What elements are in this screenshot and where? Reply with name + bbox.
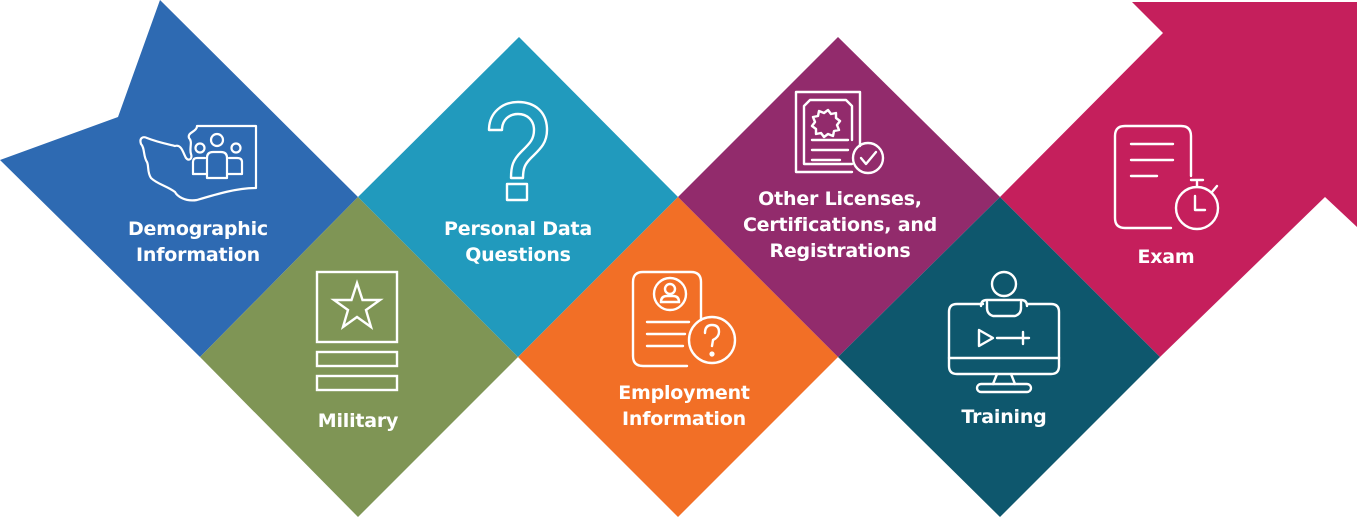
step-employment: Employment Information — [584, 270, 784, 432]
step-label: Personal Data Questions — [444, 216, 592, 268]
step-exam: Exam — [1066, 124, 1266, 270]
resume-question-icon — [631, 270, 737, 368]
exam-shape — [1000, 2, 1357, 357]
label-line: Exam — [1137, 246, 1195, 268]
label-line: Personal Data — [444, 218, 592, 240]
label-line: Questions — [465, 244, 571, 266]
label-line: Military — [317, 410, 399, 432]
licenses-shape — [678, 37, 1000, 357]
step-demographic: Demographic Information — [98, 122, 298, 268]
washington-state-people-icon — [139, 124, 258, 202]
military-shape — [200, 197, 518, 517]
step-label: Exam — [1137, 244, 1194, 270]
document-stopwatch-icon — [1113, 124, 1220, 231]
step-label: Training — [961, 404, 1046, 430]
label-line: Registrations — [769, 240, 911, 262]
step-label: Other Licenses, Certifications, and Regi… — [743, 186, 937, 264]
step-licenses: Other Licenses, Certifications, and Regi… — [740, 88, 940, 264]
label-line: Employment — [618, 382, 750, 404]
certificate-check-icon — [794, 90, 885, 175]
step-label: Employment Information — [618, 380, 750, 432]
label-line: Demographic — [127, 218, 268, 240]
step-label: Demographic Information — [128, 216, 268, 268]
step-personal: Personal Data Questions — [418, 100, 618, 268]
step-training: Training — [904, 270, 1104, 430]
label-line: Information — [136, 244, 260, 266]
label-line: Certifications, and — [742, 214, 938, 236]
question-mark-icon — [487, 100, 549, 202]
label-line: Training — [961, 406, 1047, 428]
military-star-badge-icon — [315, 270, 399, 392]
step-military: Military — [258, 270, 458, 434]
demographic-shape — [0, 0, 358, 357]
label-line: Other Licenses, — [758, 188, 922, 210]
step-label: Military — [318, 408, 399, 434]
monitor-presenter-icon — [947, 270, 1061, 394]
label-line: Information — [622, 408, 746, 430]
